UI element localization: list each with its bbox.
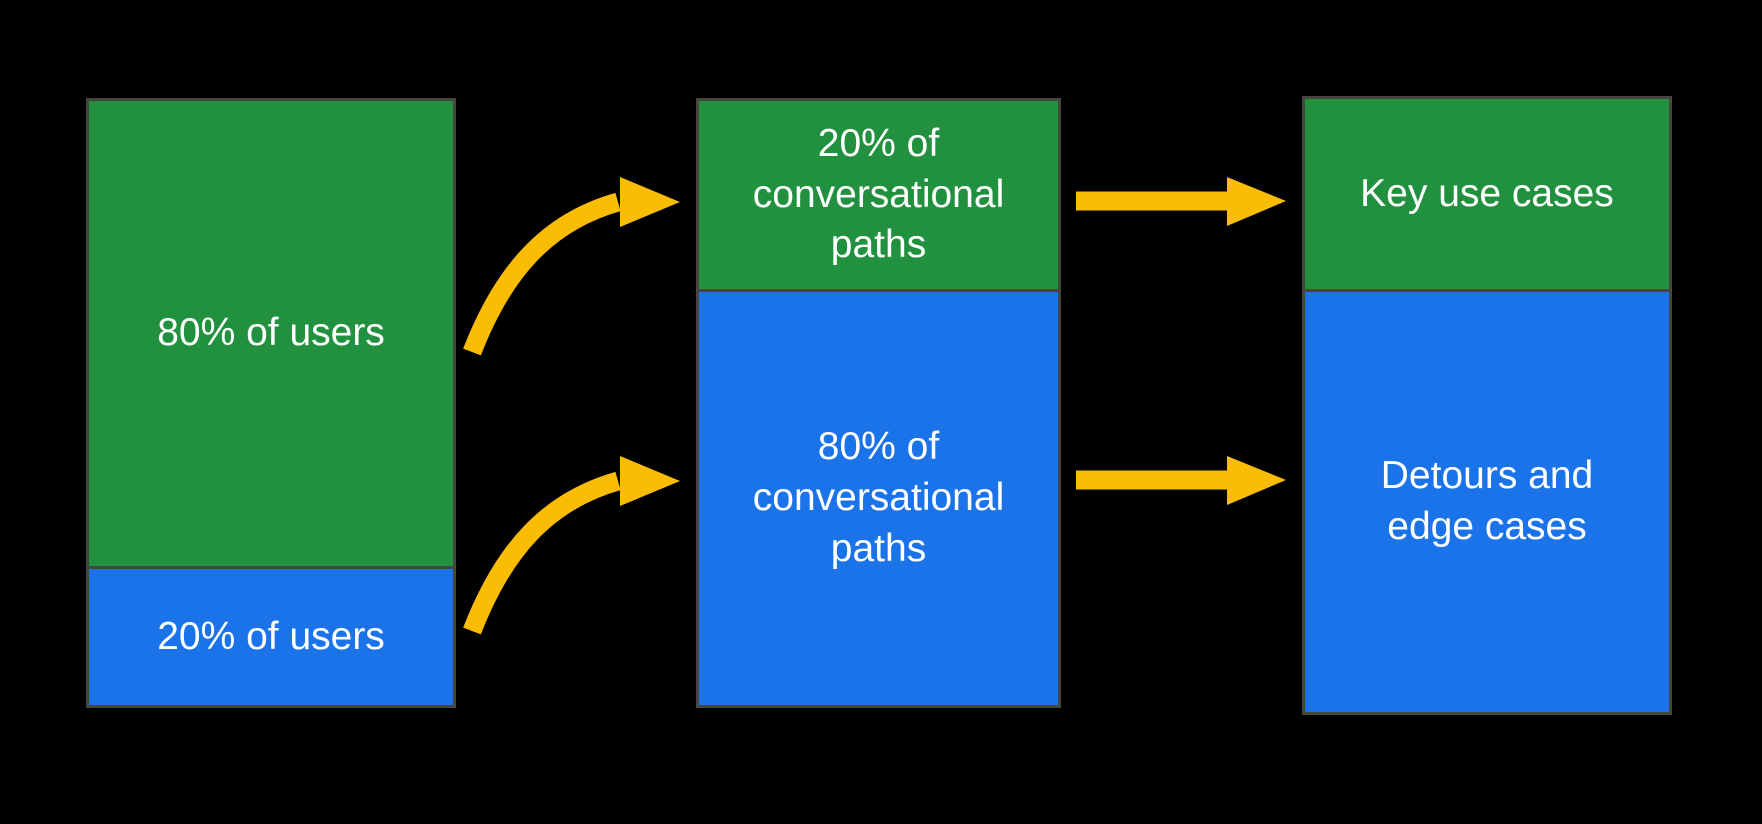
users-majority-label: 80% of users: [157, 311, 385, 355]
straight-arrow-top-icon: [1076, 177, 1286, 226]
paths-majority-label: 80% of conversational paths: [752, 425, 1005, 570]
paths-majority-segment: 80% of conversational paths: [699, 292, 1058, 705]
key-use-cases-segment: Key use cases: [1305, 99, 1669, 292]
curved-arrow-top-head: [620, 177, 680, 227]
conversational-paths-bar: 20% of conversational paths 80% of conve…: [696, 98, 1061, 708]
straight-arrow-top-head: [1227, 177, 1286, 226]
paths-minority-label: 20% of conversational paths: [752, 121, 1005, 267]
detours-edge-cases-segment: Detours and edge cases: [1305, 292, 1669, 712]
paths-minority-segment: 20% of conversational paths: [699, 101, 1058, 292]
curved-arrow-top-icon: [463, 177, 680, 356]
straight-arrow-bottom-head: [1227, 456, 1286, 505]
key-use-cases-label: Key use cases: [1360, 171, 1614, 215]
curved-arrow-top-shaft: [463, 192, 621, 356]
users-bar: 80% of users 20% of users: [86, 98, 456, 708]
users-minority-label: 20% of users: [157, 614, 385, 658]
users-minority-segment: 20% of users: [89, 569, 453, 705]
curved-arrow-bottom-icon: [463, 456, 680, 635]
detours-edge-cases-label: Detours and edge cases: [1380, 454, 1594, 548]
curved-arrow-bottom-shaft: [463, 471, 621, 635]
users-majority-segment: 80% of users: [89, 101, 453, 569]
straight-arrow-bottom-icon: [1076, 456, 1286, 505]
outcomes-bar: Key use cases Detours and edge cases: [1302, 96, 1672, 715]
curved-arrow-bottom-head: [620, 456, 680, 506]
